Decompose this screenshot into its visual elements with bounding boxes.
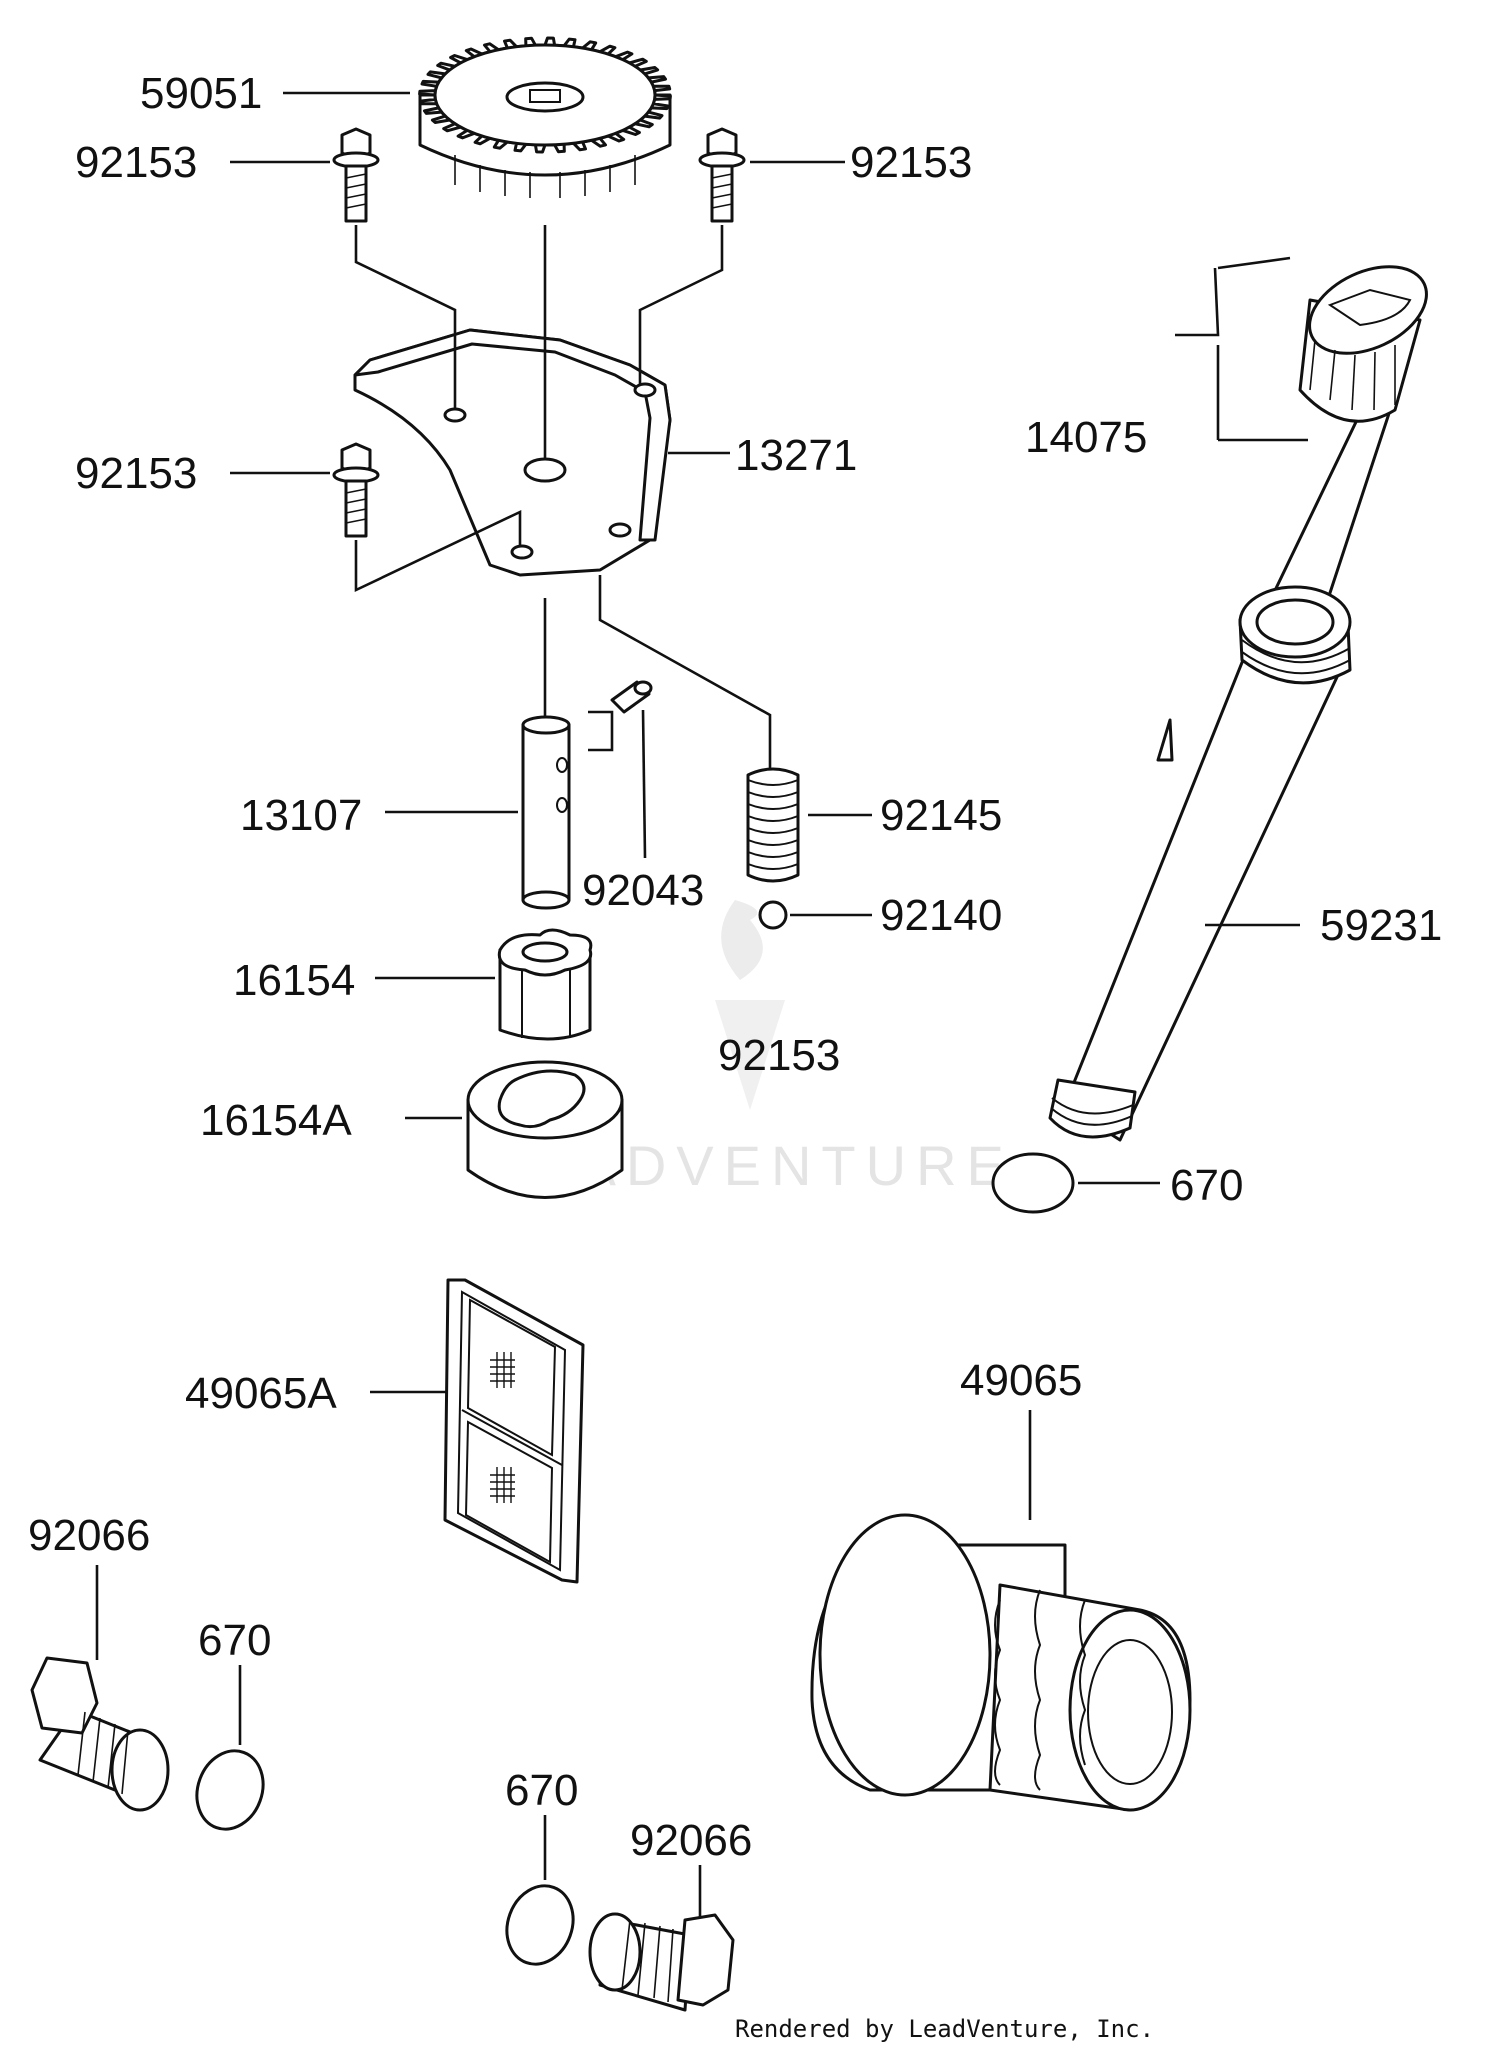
o-ring-670-right[interactable] <box>991 1152 1075 1214</box>
label-92153-top-right: 92153 <box>850 138 972 187</box>
oil-filter-49065[interactable] <box>810 1513 1192 1812</box>
label-92043: 92043 <box>582 866 704 915</box>
label-16154A: 16154A <box>200 1096 352 1145</box>
label-670-center: 670 <box>505 1766 578 1815</box>
label-92066-center: 92066 <box>630 1816 752 1865</box>
label-14075: 14075 <box>1025 413 1147 462</box>
oil-screen-49065A[interactable] <box>443 1278 585 1584</box>
gear-59051[interactable] <box>418 36 672 198</box>
label-49065A: 49065A <box>185 1369 337 1418</box>
label-670-right: 670 <box>1170 1161 1243 1210</box>
label-92153-center: 92153 <box>718 1031 840 1080</box>
label-13271: 13271 <box>735 431 857 480</box>
label-92153-top-left: 92153 <box>75 138 197 187</box>
label-49065: 49065 <box>960 1356 1082 1405</box>
label-16154: 16154 <box>233 956 355 1005</box>
part-labels: 59051 92153 92153 92153 13271 14075 1310… <box>28 69 1442 1865</box>
inner-rotor-16154[interactable] <box>497 928 593 1041</box>
render-credit: Rendered by LeadVenture, Inc. <box>735 2015 1154 2043</box>
pin-92043[interactable] <box>610 680 653 714</box>
label-13107: 13107 <box>240 791 362 840</box>
label-92140: 92140 <box>880 891 1002 940</box>
outer-rotor-16154A[interactable] <box>466 1060 624 1199</box>
label-59231: 59231 <box>1320 901 1442 950</box>
drain-plug-92066-left[interactable] <box>30 1656 170 1812</box>
drain-plug-92066-center[interactable] <box>588 1912 735 2012</box>
filler-tube-59231[interactable] <box>1048 585 1352 1142</box>
leader-lines <box>95 91 1308 1918</box>
label-92066-left: 92066 <box>28 1511 150 1560</box>
label-92153-mid-left: 92153 <box>75 449 197 498</box>
bolt-92153-mid-left[interactable] <box>332 442 380 538</box>
label-92145: 92145 <box>880 791 1002 840</box>
label-670-left: 670 <box>198 1616 271 1665</box>
shaft-13107[interactable] <box>521 715 571 910</box>
cover-plate-13271[interactable] <box>353 328 672 577</box>
bolt-92153-top-right[interactable] <box>698 127 746 223</box>
ball-92140[interactable] <box>758 900 788 930</box>
bolt-92153-top-left[interactable] <box>332 127 380 223</box>
o-ring-670-center[interactable] <box>496 1876 584 1973</box>
label-59051: 59051 <box>140 69 262 118</box>
o-ring-670-left[interactable] <box>186 1741 274 1838</box>
dipstick-14075[interactable] <box>1266 249 1440 607</box>
spring-92145[interactable] <box>746 767 800 883</box>
